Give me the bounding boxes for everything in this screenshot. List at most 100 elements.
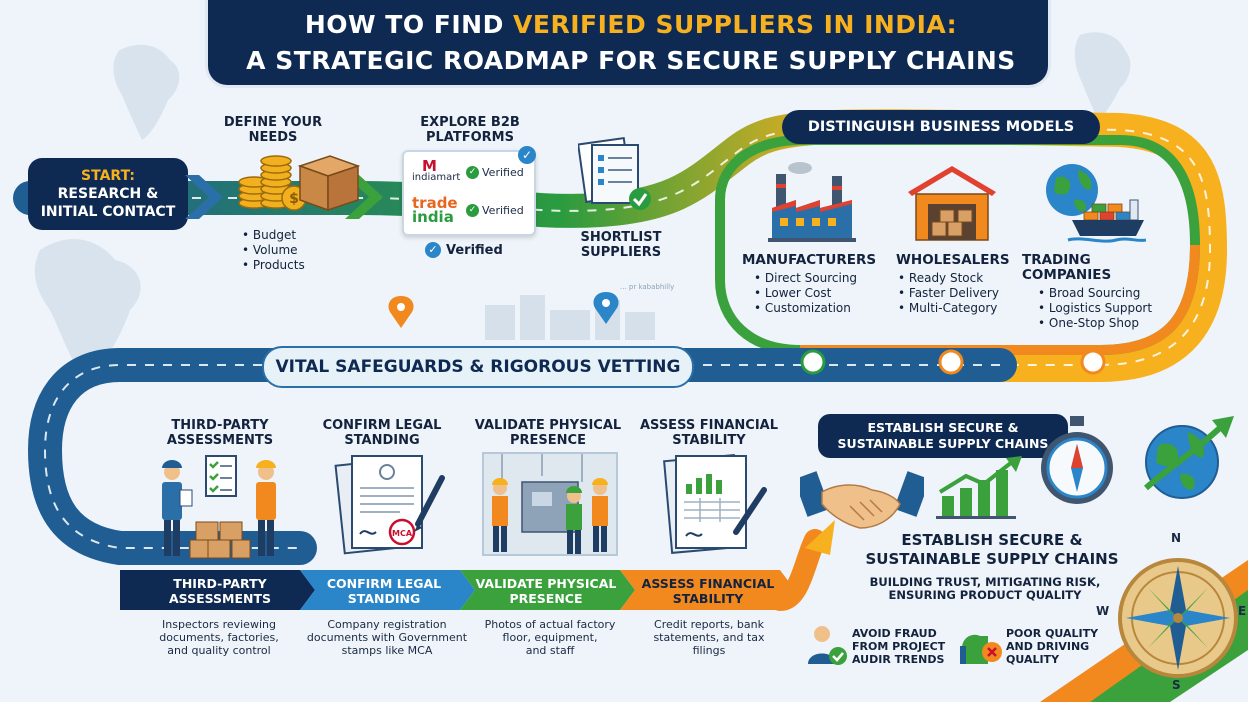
vetting-desc-line: and quality control (167, 644, 271, 657)
business-model-name: TRADING COMPANIES (1022, 252, 1112, 283)
safeguards-banner: VITAL SAFEGUARDS & RIGOROUS VETTING (262, 346, 694, 388)
business-model-bullet: Direct Sourcing (754, 271, 882, 286)
globe-growth-icon (1144, 416, 1234, 499)
vetting-step-label: STABILITY (672, 591, 744, 606)
page-title-line-2: A STRATEGIC ROADMAP FOR SECURE SUPPLY CH… (246, 46, 1016, 75)
compass-east-label: E (1238, 604, 1247, 618)
vetting-title-line: ASSESSMENTS (166, 433, 274, 448)
factory-icon (768, 162, 856, 242)
vetting-desc-line: stamps like MCA (341, 644, 433, 657)
business-model-bullet: Broad Sourcing (1038, 286, 1172, 301)
vetting-title-line: VALIDATE PHYSICAL (474, 418, 622, 433)
avoid-line: POOR QUALITY (1006, 627, 1099, 640)
vetting-desc-line: and staff (525, 644, 575, 657)
vetting-step-label: THIRD-PARTY (173, 576, 267, 591)
verified-text: Verified (482, 166, 524, 179)
corner-check-icon: ✓ (518, 146, 536, 164)
business-model-manufacturers: MANUFACTURERS Direct Sourcing Lower Cost… (742, 253, 882, 316)
establish-heading-line: SUSTAINABLE SUPPLY CHAINS (865, 550, 1119, 568)
vetting-title-line: STABILITY (672, 433, 746, 448)
title-banner: HOW TO FIND VERIFIED SUPPLIERS IN INDIA:… (205, 0, 1051, 88)
vetting-desc-line: statements, and tax (653, 631, 765, 644)
indiamart-text: indiamart (412, 172, 461, 183)
vetting-desc-line: filings (692, 644, 726, 657)
start-label: START: (81, 168, 135, 184)
avoid-line: AUDIR TRENDS (852, 653, 945, 666)
vetting-title-line: THIRD-PARTY (171, 418, 269, 433)
establish-heading-line: ESTABLISH SECURE & (901, 531, 1083, 549)
establish-sub-line: BUILDING TRUST, MITIGATING RISK, (869, 575, 1101, 589)
verified-text: Verified (446, 242, 503, 258)
india-map-decor-top-right (1074, 32, 1131, 120)
business-model-bullet: Multi-Category (898, 301, 1016, 316)
user-check-icon (808, 626, 847, 665)
shortlist-title-2: SUPPLIERS (580, 245, 662, 260)
verified-text: Verified (482, 204, 524, 217)
map-pin-icon-orange (388, 296, 414, 328)
vetting-title-line: PRESENCE (510, 433, 586, 448)
avoid-line: QUALITY (1006, 653, 1060, 666)
business-model-name: MANUFACTURERS (742, 252, 877, 268)
define-needs-bullet: Budget (242, 228, 305, 243)
india-map-decor-left (34, 239, 141, 380)
checklist-clipboard-icon (578, 136, 651, 210)
establish-badge-line: ESTABLISH SECURE & (867, 420, 1019, 435)
compass-south-label: S (1172, 678, 1181, 692)
check-circle-icon: ✓ (425, 242, 441, 258)
define-needs-title: DEFINE YOUR NEEDS (218, 115, 328, 145)
vetting-desc-line: Credit reports, bank (654, 618, 764, 631)
business-model-wholesalers: WHOLESALERS Ready Stock Faster Delivery … (896, 253, 1016, 316)
vetting-desc-line: documents with Government (306, 631, 468, 644)
legal-document-icon: MCA (334, 455, 445, 555)
business-model-bullet: Customization (754, 301, 882, 316)
coins-and-box-icon: $ (238, 155, 361, 212)
poor-quality-icon (960, 634, 1002, 664)
b2b-title-2: PLATFORMS (426, 130, 514, 145)
business-model-bullet: Ready Stock (898, 271, 1016, 286)
vetting-title-line: STANDING (344, 433, 420, 448)
establish-sub-line: ENSURING PRODUCT QUALITY (888, 588, 1082, 602)
business-model-trading-companies: TRADING COMPANIES Broad Sourcing Logisti… (1022, 253, 1172, 331)
svg-text:$: $ (289, 191, 299, 207)
map-pin-icon-blue (593, 292, 619, 324)
inspectors-icon (162, 455, 276, 559)
avoid-line: AND DRIVING (1006, 640, 1090, 653)
tradeindia-logo: trade india (412, 196, 458, 225)
shortlist-title: SHORTLIST SUPPLIERS (566, 230, 676, 260)
vetting-desc-line: Photos of actual factory (484, 618, 616, 631)
b2b-title-1: EXPLORE B2B (420, 115, 520, 130)
vetting-desc-line: Inspectors reviewing (162, 618, 276, 631)
title-highlight: VERIFIED SUPPLIERS IN INDIA: (513, 10, 958, 39)
establish-heading: ESTABLISH SECURE & SUSTAINABLE SUPPLY CH… (862, 531, 1122, 569)
india-map-decor-top-left (113, 44, 180, 140)
establish-badge-line: SUSTAINABLE SUPPLY CHAINS (837, 436, 1049, 451)
b2b-platform-card: M indiamart ✓ Verified trade india ✓ Ver… (402, 150, 536, 236)
check-circle-icon: ✓ (466, 166, 479, 179)
mca-stamp-text: MCA (392, 529, 413, 538)
business-model-bullet: Lower Cost (754, 286, 882, 301)
vetting-desc-line: documents, factories, (159, 631, 279, 644)
business-model-bullet: Faster Delivery (898, 286, 1016, 301)
start-line-3: INITIAL CONTACT (40, 204, 176, 220)
tradeindia-verified: ✓ Verified (466, 204, 524, 217)
indiamart-logo: M indiamart (412, 157, 461, 184)
compass-north-label: N (1171, 531, 1182, 545)
avoid-line: FROM PROJECT (852, 640, 946, 653)
vetting-step-label: ASSESSMENTS (168, 591, 272, 606)
vetting-desc-line: floor, equipment, (502, 631, 598, 644)
vetting-step-label: VALIDATE PHYSICAL (475, 576, 617, 591)
warehouse-icon (908, 166, 996, 241)
vetting-step-label: CONFIRM LEGAL (326, 576, 442, 591)
vetting-step-label: STANDING (347, 591, 421, 606)
financial-report-icon (663, 454, 767, 554)
vetting-step-label: PRESENCE (509, 591, 583, 606)
safeguards-title: VITAL SAFEGUARDS & RIGOROUS VETTING (275, 357, 681, 377)
